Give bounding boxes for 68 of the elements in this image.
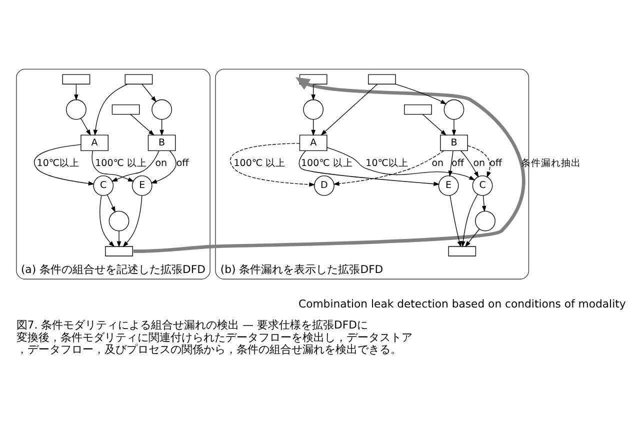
node-box <box>105 246 133 256</box>
arrow <box>100 195 115 248</box>
node-box <box>299 74 328 84</box>
node-circle: C <box>93 176 114 196</box>
edge-label: 10℃以上 <box>36 158 80 169</box>
arrow <box>150 150 176 184</box>
node-circle: E <box>438 176 459 196</box>
arrow <box>116 230 122 248</box>
arrow <box>311 84 316 101</box>
arrow <box>160 119 164 136</box>
arrow <box>452 119 456 136</box>
node-circle <box>152 99 172 120</box>
edge-label: off <box>176 158 189 169</box>
edge-label: off <box>452 158 464 169</box>
edge-label: on <box>432 158 444 169</box>
node-box <box>448 246 476 256</box>
edge-label: 100℃ 以上 <box>301 158 353 169</box>
node-circle <box>303 99 324 120</box>
node-box <box>124 74 153 84</box>
arrow <box>461 194 478 248</box>
arrow <box>448 150 454 177</box>
arrow <box>80 118 91 136</box>
arrow <box>450 195 462 248</box>
arrow <box>464 228 480 248</box>
arrow <box>482 195 486 212</box>
edge-label: 100℃ 以上 <box>234 158 286 169</box>
label: Combination leak detection based on conditions of modality <box>298 298 626 311</box>
node-box <box>112 104 140 115</box>
node-box <box>368 74 396 84</box>
arrow <box>326 147 476 180</box>
arrow <box>93 84 128 136</box>
node-circle <box>444 99 464 120</box>
arrow <box>311 119 316 136</box>
edge-label: on <box>155 158 168 169</box>
arrow <box>111 150 160 182</box>
arrow <box>74 84 78 101</box>
arrow <box>320 84 378 136</box>
arrow <box>422 114 447 136</box>
node-circle <box>66 99 86 120</box>
edge-label: 10℃以上 <box>366 158 408 169</box>
node-circle: C <box>472 176 493 196</box>
arrow <box>395 84 447 104</box>
edge-label: off <box>490 158 502 169</box>
arrow <box>460 150 479 178</box>
node-box: A <box>80 134 108 152</box>
node-circle: E <box>132 176 152 196</box>
arrow <box>34 144 95 186</box>
edge-label: on <box>473 158 486 169</box>
arrow <box>467 145 491 178</box>
node-circle <box>108 210 130 232</box>
arrow <box>298 150 440 186</box>
arrow <box>333 150 444 186</box>
arrow <box>130 114 154 136</box>
node-box: B <box>148 134 176 152</box>
node-box: B <box>440 134 468 152</box>
arrow <box>106 194 116 213</box>
arrow <box>122 195 142 248</box>
arrow <box>230 143 316 187</box>
node-circle <box>475 210 496 232</box>
node-box: A <box>299 134 328 152</box>
node-box <box>62 74 90 84</box>
arrow <box>92 150 134 182</box>
caption: 図7. 条件モダリティによる組合せ漏れの検出 — 要求仕様を拡張DFDに変換後，条件モダリティに関連付けられたデータフローを検出し，データストア，データフロー，及びプロセスの関係から，条件の組合せ漏れを検出できる。 <box>16 318 412 356</box>
arrow <box>142 84 157 102</box>
node-box <box>404 104 432 115</box>
arrow <box>133 77 526 253</box>
node-circle: D <box>314 176 334 196</box>
edge-label: 100℃ 以上 <box>95 158 147 169</box>
